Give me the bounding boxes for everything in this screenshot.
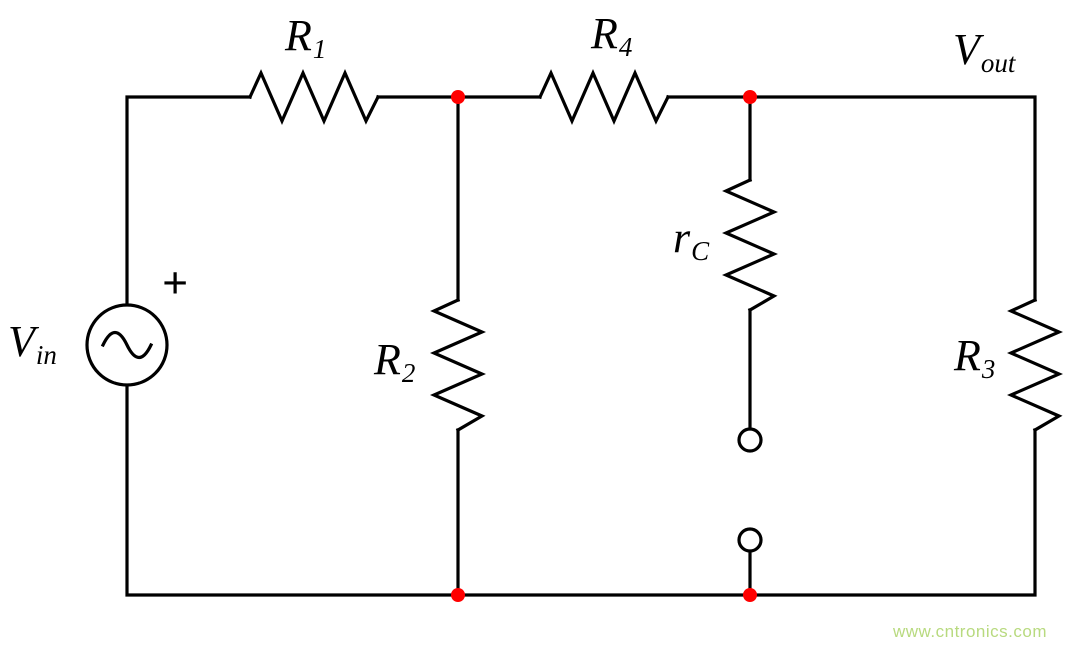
label-r4: R4 [591, 9, 632, 61]
label-vout: Vout [953, 25, 1015, 77]
sine-wave-icon [100, 330, 154, 360]
label-vin-sub: in [35, 339, 57, 370]
label-rc-sub: C [691, 235, 710, 266]
label-r1-main: R [285, 11, 312, 60]
label-r4-main: R [591, 9, 618, 58]
resistor-r4 [537, 69, 671, 125]
label-r1-sub: 1 [312, 33, 327, 64]
label-rc: rC [673, 213, 709, 265]
polarity-plus-sign: + [162, 257, 189, 308]
open-terminal-bottom-icon [737, 527, 763, 553]
junction-dot-ground-a [451, 588, 465, 602]
label-r3-main: R [954, 331, 981, 380]
label-r2: R2 [374, 335, 415, 387]
label-r2-main: R [374, 335, 401, 384]
label-r3-sub: 3 [981, 353, 996, 384]
label-vin-main: V [8, 317, 35, 366]
open-terminal-top-icon [737, 427, 763, 453]
label-r2-sub: 2 [401, 357, 416, 388]
label-r1: R1 [285, 11, 326, 63]
label-vout-sub: out [980, 47, 1016, 78]
junction-dot-node-a [451, 90, 465, 104]
label-vout-main: V [953, 25, 980, 74]
label-r3: R3 [954, 331, 995, 383]
resistor-r3 [1007, 297, 1063, 433]
wire-bottom-rail [125, 383, 1037, 597]
junction-dot-ground-b [743, 588, 757, 602]
label-vin: Vin [8, 317, 57, 369]
wire-top-right [666, 95, 1037, 302]
resistor-r2 [430, 297, 486, 433]
junction-dot-node-b [743, 90, 757, 104]
label-r4-sub: 4 [618, 31, 633, 62]
resistor-rc [722, 177, 778, 313]
wire-left-top [125, 95, 252, 307]
resistor-r1 [247, 69, 381, 125]
label-rc-main: r [673, 213, 691, 262]
watermark-text: www.cntronics.com [893, 622, 1047, 641]
